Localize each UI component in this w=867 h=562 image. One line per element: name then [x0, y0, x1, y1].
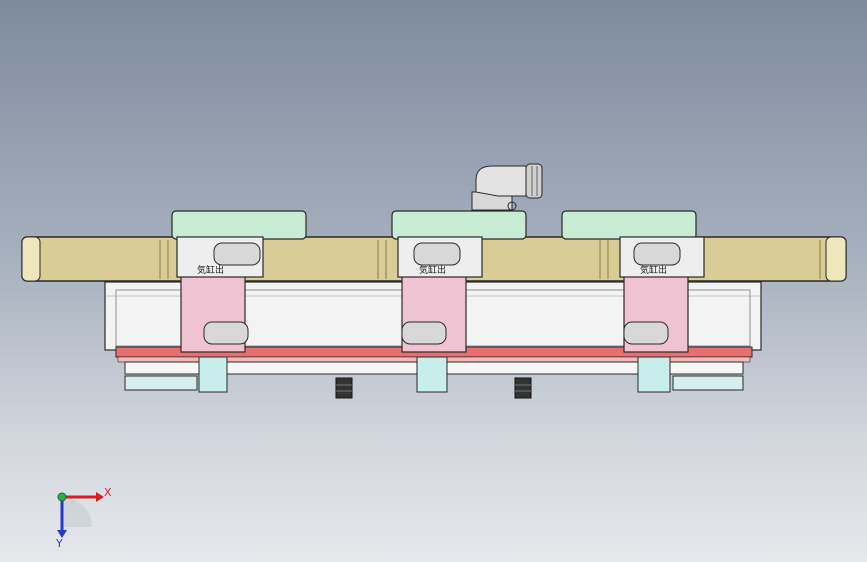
cylinder-assembly-1	[176, 236, 264, 353]
foot-block-3	[637, 356, 671, 393]
bolt-1	[335, 377, 353, 399]
cap-block-1	[171, 210, 307, 240]
x-axis-label: X	[104, 486, 112, 499]
coordinate-triad-icon[interactable]: X Y	[55, 486, 112, 550]
foot-block-2	[416, 356, 448, 393]
foot-block-1	[198, 356, 228, 393]
y-axis-label: Y	[55, 537, 63, 550]
cap-block-3	[561, 210, 697, 240]
top-rail-end-left	[21, 236, 41, 282]
top-rail-end-right	[825, 236, 847, 282]
bottom-strip-left	[124, 375, 198, 391]
cylinder-label-3: 気缸出	[640, 264, 667, 276]
cylinder-label-1: 気缸出	[197, 264, 224, 276]
bottom-strip-right	[672, 375, 744, 391]
cylinder-label-2: 気缸出	[419, 264, 446, 276]
cylinder-assembly-2	[397, 236, 483, 353]
elbow-fitting-icon	[471, 163, 543, 211]
cap-block-2	[391, 210, 527, 240]
bolt-2	[514, 377, 532, 399]
cylinder-assembly-3	[619, 236, 705, 353]
